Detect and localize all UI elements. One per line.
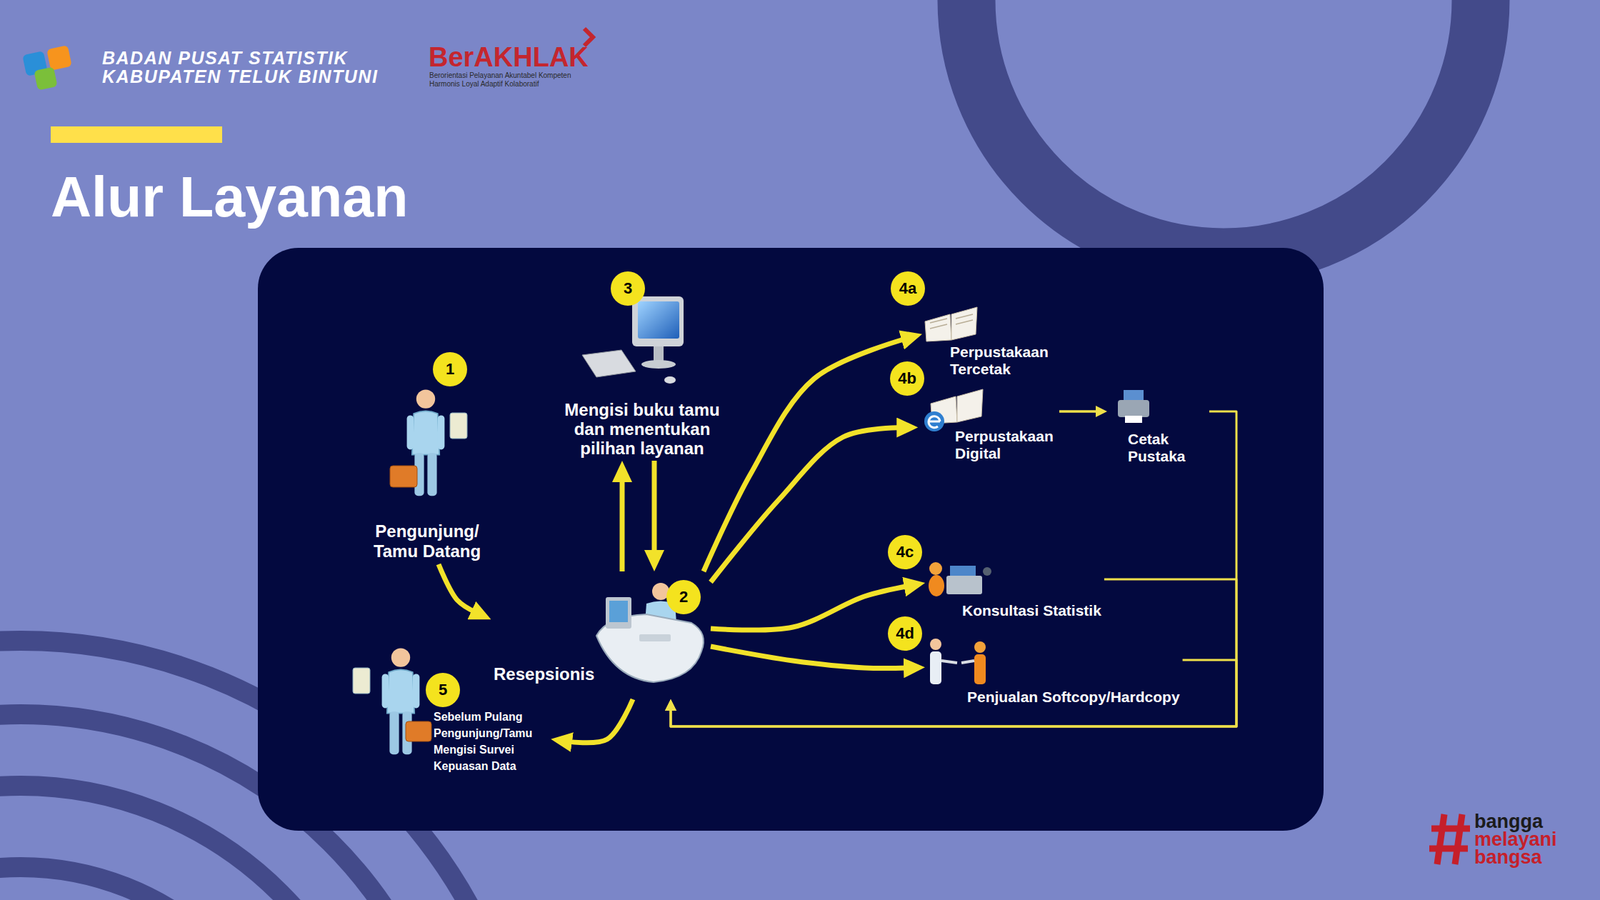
service-step: Resepsionis xyxy=(490,571,711,700)
callout-number: 1 xyxy=(432,352,468,387)
service-step: Perpustakaan Tercetak xyxy=(921,303,1068,381)
step-label: Mengisi buku tamu dan menentukan pilihan… xyxy=(552,400,732,458)
digital-book-icon xyxy=(924,389,983,432)
flow-arrow xyxy=(566,699,633,743)
brand-tagline: Harmonis Loyal Adaptif Kolaboratif xyxy=(429,80,539,88)
computer-icon xyxy=(582,296,684,384)
survey-figure xyxy=(352,647,432,755)
step-label: Penjualan Softcopy/Hardcopy xyxy=(967,688,1180,706)
printer-icon xyxy=(1117,390,1150,423)
return-line xyxy=(670,411,1237,727)
step-label: Konsultasi Statistik xyxy=(962,602,1102,620)
callout-number: 4c xyxy=(887,535,923,570)
flow-arrow xyxy=(620,476,625,572)
slogan-word: bangsa xyxy=(1474,847,1543,868)
service-step: Penjualan Softcopy/Hardcopy xyxy=(925,635,1183,709)
step-label: Perpustakaan Digital xyxy=(955,427,1057,463)
diagram-panel xyxy=(257,247,1324,831)
service-step: Konsultasi Statistik xyxy=(925,560,1105,623)
consultation-icon xyxy=(928,562,992,597)
service-step: Pengunjung/ Tamu Datang xyxy=(360,382,496,565)
step-label: Resepsionis xyxy=(493,664,708,685)
brand-logo: BerAKHLAK xyxy=(428,43,589,71)
sales-icon xyxy=(930,638,986,685)
bps-logo xyxy=(22,45,73,90)
flow-arrow xyxy=(703,338,908,572)
callout-number: 5 xyxy=(425,672,460,708)
org-name: BADAN PUSAT STATISTIK xyxy=(102,49,348,68)
service-step: Sebelum Pulang Pengunjung/Tamu Mengisi S… xyxy=(350,642,551,778)
org-name: KABUPATEN TELUK BINTUNI xyxy=(102,67,378,86)
flow-arrow xyxy=(1059,410,1099,413)
slogan-word: melayani xyxy=(1474,830,1558,850)
flow-arrow xyxy=(652,460,658,556)
step-label: Sebelum Pulang Pengunjung/Tamu Mengisi S… xyxy=(433,708,548,775)
flow-arrow xyxy=(438,564,478,613)
flow-arrow xyxy=(710,585,910,630)
deco-ring xyxy=(966,0,1481,258)
service-step: Cetak Pustaka xyxy=(1107,385,1210,468)
step-label: Pengunjung/ Tamu Datang xyxy=(362,521,492,562)
book-icon xyxy=(925,307,978,342)
accent-bar xyxy=(50,126,223,143)
step-label: Perpustakaan Tercetak xyxy=(950,343,1065,378)
callout-number: 2 xyxy=(666,580,701,615)
visitor-figure xyxy=(390,389,468,496)
return-line xyxy=(670,660,1237,727)
callout-number: 4b xyxy=(890,361,925,396)
flow-arrow xyxy=(710,646,910,669)
callout-number: 3 xyxy=(610,271,645,306)
brand-tagline: Berorientasi Pelayanan Akuntabel Kompete… xyxy=(429,72,571,80)
slogan-word: bangga xyxy=(1474,812,1543,832)
slide-title: Alur Layanan xyxy=(50,168,408,225)
hashtag-mark xyxy=(1429,814,1470,865)
step-label: Cetak Pustaka xyxy=(1127,430,1207,465)
return-line xyxy=(670,579,1237,727)
service-step: Perpustakaan Digital xyxy=(917,389,1060,465)
callout-number: 4a xyxy=(890,271,925,306)
callout-number: 4d xyxy=(887,616,923,651)
flow-arrow xyxy=(710,427,903,583)
service-step: Mengisi buku tamu dan menentukan pilihan… xyxy=(550,296,739,461)
